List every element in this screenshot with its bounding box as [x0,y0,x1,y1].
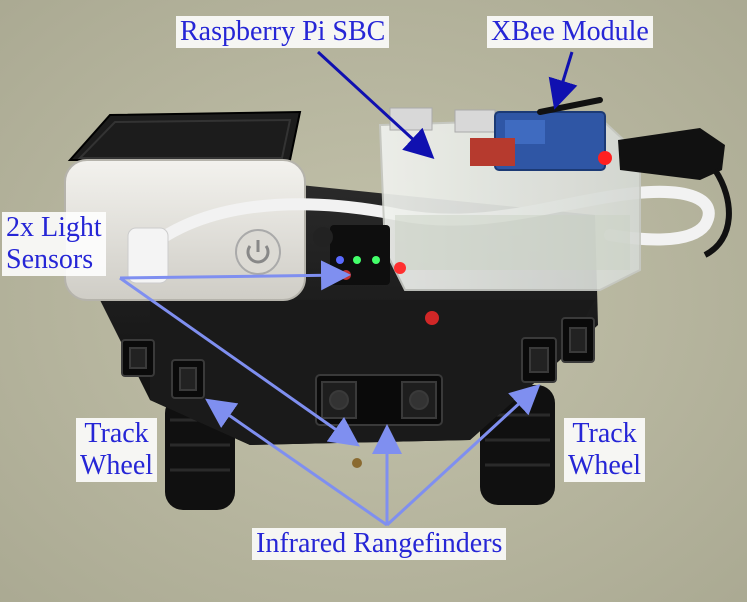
label-track-wheel-right-line1: Track [572,418,637,449]
label-track-wheel-left-line1: Track [84,418,149,449]
label-light-sensors-line2: Sensors [6,244,94,275]
label-track-wheel-right-line2: Wheel [568,450,642,481]
label-raspberry-pi: Raspberry Pi SBC [176,16,390,48]
label-raspberry-pi-text: Raspberry Pi SBC [180,16,386,47]
label-track-wheel-left-line2: Wheel [80,450,154,481]
center-rangefinder [315,374,443,426]
label-track-wheel-right: Track Wheel [564,418,646,482]
front-led [352,458,362,468]
black-usb-plug [618,128,725,180]
label-infrared-rangefinders-text: Infrared Rangefinders [256,528,503,559]
light-sensor-red [341,270,351,280]
light-sensor-led-2 [372,256,380,264]
label-xbee: XBee Module [487,16,653,48]
right-rangefinder [521,317,595,383]
label-track-wheel-left: Track Wheel [76,418,158,482]
light-sensor-led-1 [353,256,361,264]
label-light-sensors-line1: 2x Light [6,212,102,243]
label-light-sensors: 2x Light Sensors [2,212,106,276]
label-infrared-rangefinders: Infrared Rangefinders [252,528,507,560]
label-xbee-text: XBee Module [491,16,649,47]
